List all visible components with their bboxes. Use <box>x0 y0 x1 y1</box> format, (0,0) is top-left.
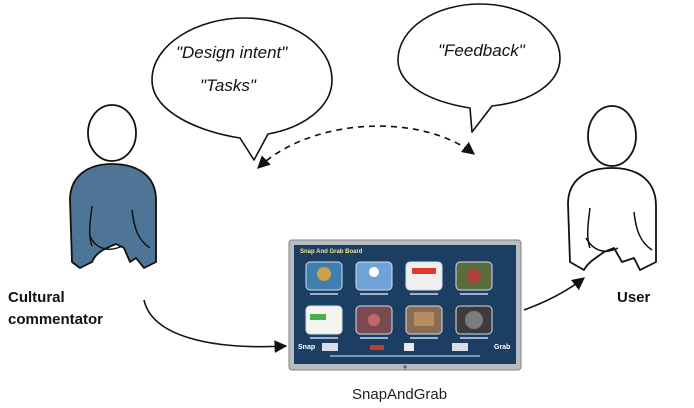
speech-bubble-right <box>397 3 561 133</box>
speech-bubble-left <box>151 17 333 161</box>
commentator-figure <box>69 104 157 269</box>
caption-snapandgrab: SnapAndGrab <box>352 386 448 403</box>
arrow-commentator-to-screen <box>143 299 288 353</box>
user-figure <box>567 105 657 271</box>
bubble-text-feedback: "Feedback" <box>438 41 525 60</box>
arrow-screen-to-user <box>523 277 586 311</box>
bubble-text-design-intent: "Design intent" <box>176 43 288 62</box>
screen-grab-label: Grab <box>494 344 511 351</box>
snapandgrab-screen <box>288 239 522 371</box>
screen-snap-label: Snap <box>298 344 316 351</box>
label-cultural-commentator: Cultural commentator <box>8 289 104 328</box>
screen-title: Snap And Grab Board <box>300 249 363 255</box>
bubble-text-tasks: "Tasks" <box>200 76 256 95</box>
label-user: User <box>617 289 651 306</box>
dashed-bidirectional-arrow <box>257 125 476 169</box>
